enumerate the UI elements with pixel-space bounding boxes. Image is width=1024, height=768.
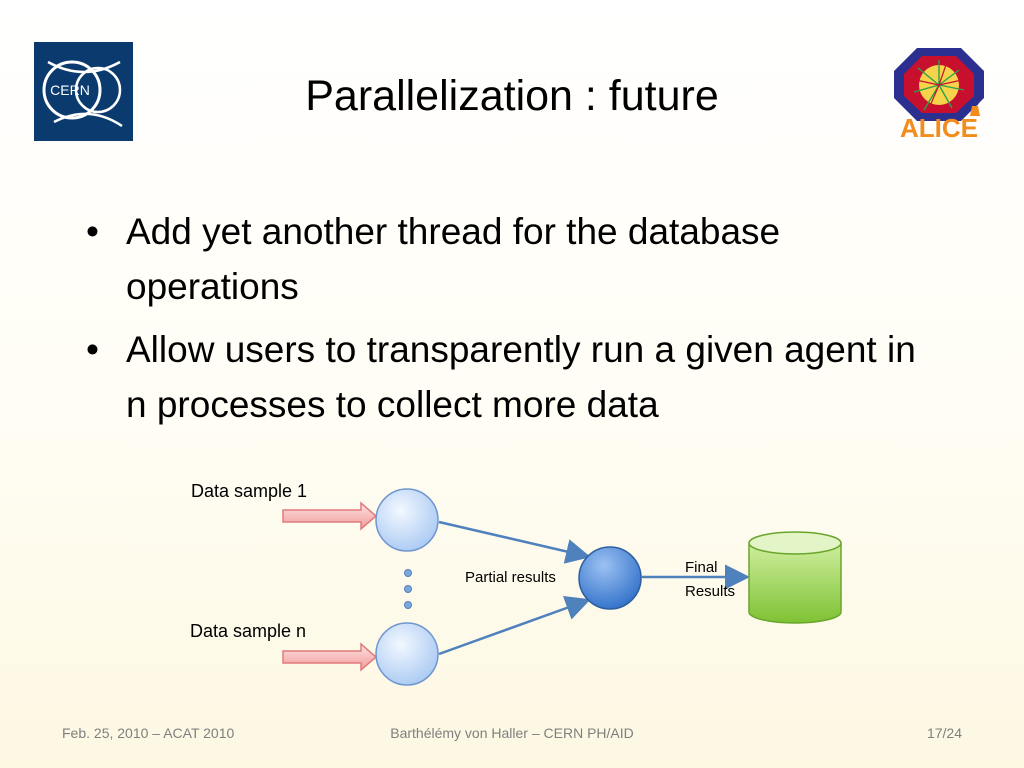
ellipsis-dots [404,569,412,609]
partial-arrow-n [438,596,591,656]
bullet-icon: • [86,211,99,252]
cern-logo-text: CERN [50,82,90,98]
partial-results-label: Partial results [465,569,556,586]
database-cylinder-icon [748,531,842,624]
bullet-item: • Allow users to transparently run a giv… [84,322,944,432]
input-arrow-n [282,642,378,672]
cern-logo: CERN [34,42,133,141]
bullet-list: • Add yet another thread for the databas… [84,204,944,440]
alice-logo-text: ALICE [900,113,978,143]
worker-node-n [375,622,439,686]
footer-date: Feb. 25, 2010 – ACAT 2010 [62,725,235,741]
worker-node-1 [375,488,439,552]
alice-logo: ALICE [894,48,984,143]
footer-page-number: 17/24 [926,725,962,741]
final-results-label-line1: Final [685,559,718,576]
bullet-text: Allow users to transparently run a given… [126,329,916,425]
input-arrow-1 [282,501,378,531]
partial-arrow-1 [438,520,591,564]
bullet-icon: • [86,329,99,370]
aggregator-node [578,546,642,610]
bullet-text: Add yet another thread for the database … [126,211,781,307]
input-label-n: Data sample n [190,621,306,641]
final-results-label-line2: Results [685,583,735,600]
slide-title: Parallelization : future [305,72,719,120]
input-label-1: Data sample 1 [191,481,307,501]
bullet-item: • Add yet another thread for the databas… [84,204,944,314]
footer-author: Barthélémy von Haller – CERN PH/AID [390,725,634,741]
